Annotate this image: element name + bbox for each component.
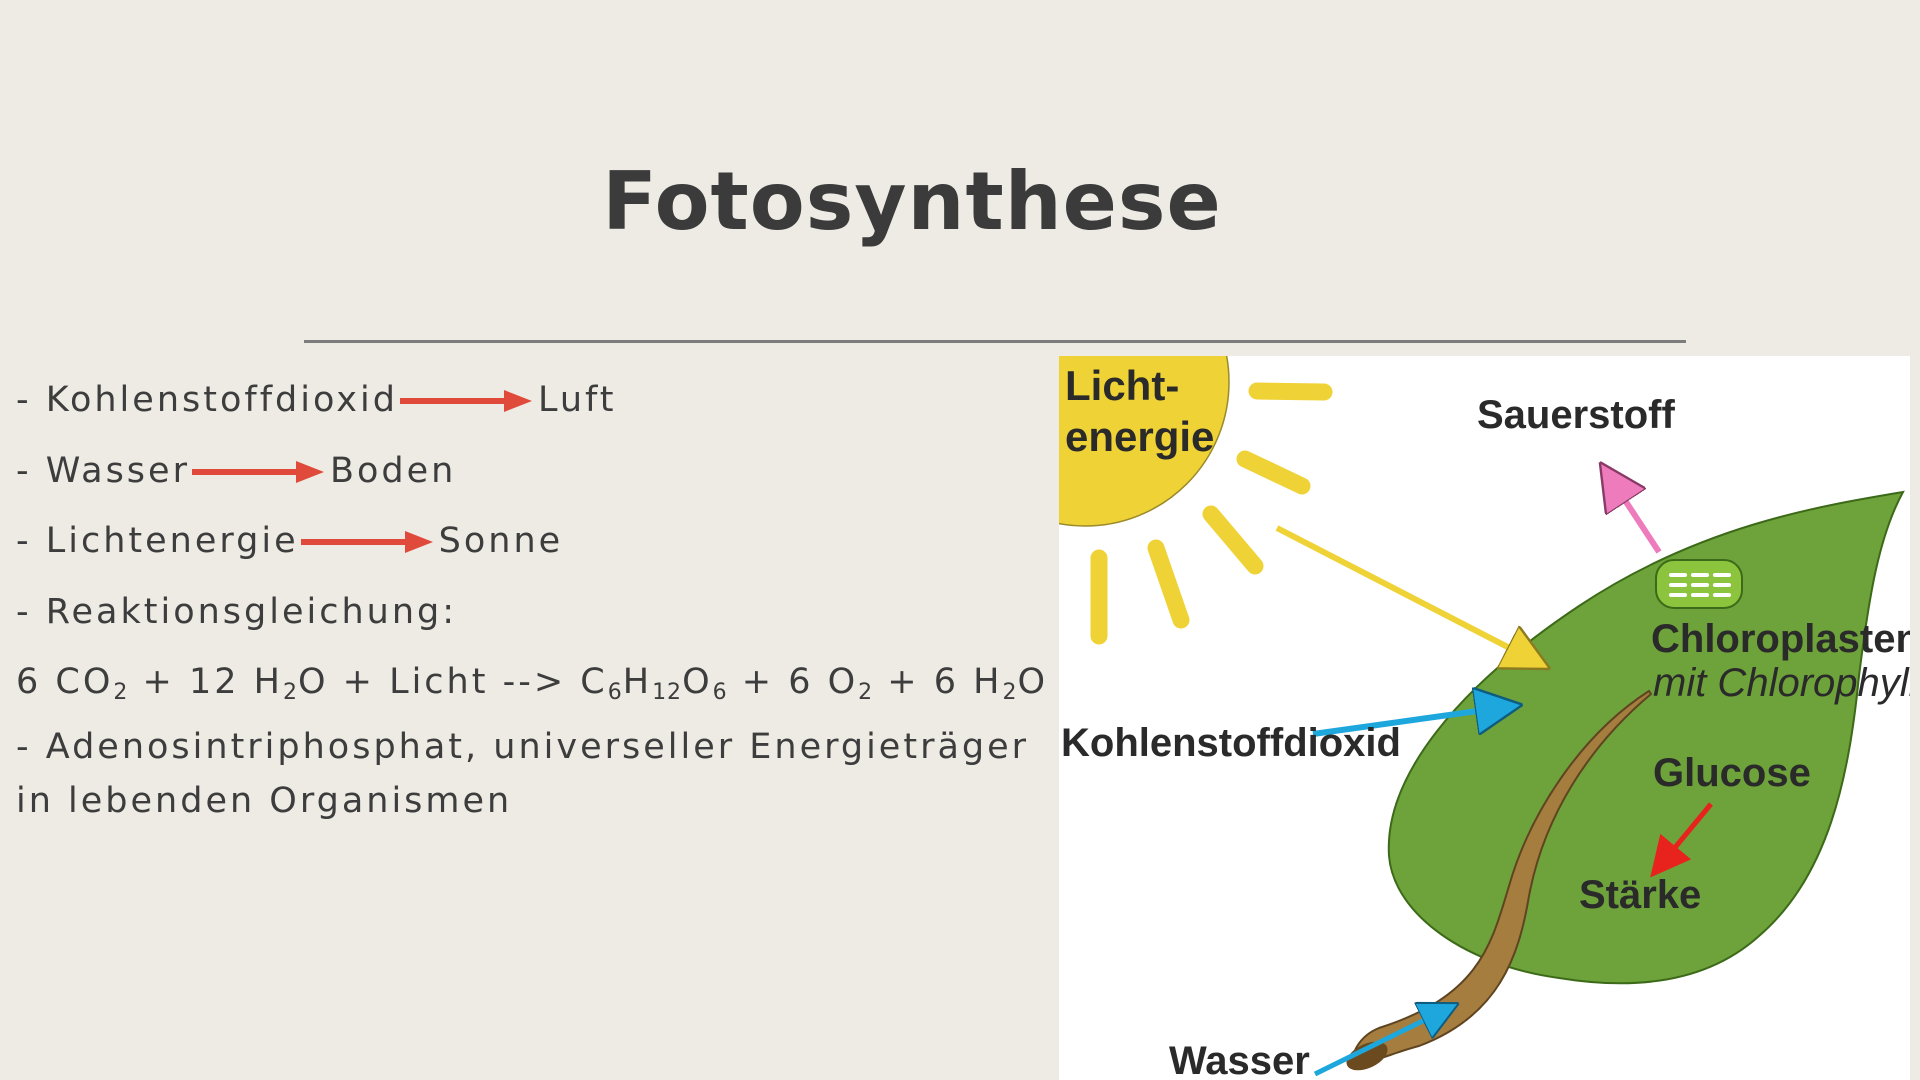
bullet-wasser: - Wasser Boden xyxy=(16,451,456,491)
slide-title: Fotosynthese xyxy=(602,155,1222,248)
bullet-source: Sonne xyxy=(438,521,564,561)
atp-note: - Adenosintriphosphat, universeller Ener… xyxy=(16,727,1030,821)
chloroplast-icon xyxy=(1655,559,1743,609)
glucose-arrow xyxy=(1650,802,1713,878)
bullet-source: Luft xyxy=(537,380,617,420)
photosynthesis-diagram: Licht- energie Sauerstoff Chloroplasten … xyxy=(1059,356,1910,1080)
label-chloroplasten: Chloroplasten xyxy=(1651,617,1910,661)
bullet-label: - Wasser xyxy=(16,451,190,491)
bullet-kohlenstoffdioxid: - Kohlenstoffdioxid Luft xyxy=(16,380,616,420)
red-arrow-icon xyxy=(399,390,532,412)
bullet-label: - Lichtenergie xyxy=(16,521,299,561)
label-sauerstoff: Sauerstoff xyxy=(1477,393,1675,437)
red-arrow-icon xyxy=(300,531,433,553)
sun-rays xyxy=(1090,382,1333,645)
label-licht: Licht- xyxy=(1065,362,1179,409)
label-chlorophyll: mit Chlorophyll xyxy=(1653,661,1910,705)
red-arrow-icon xyxy=(191,461,324,483)
reaction-heading: - Reaktionsgleichung: xyxy=(16,592,458,632)
label-staerke: Stärke xyxy=(1579,873,1701,917)
bullet-lichtenergie: - Lichtenergie Sonne xyxy=(16,521,563,561)
reaction-equation: 6 CO2 + 12 H2O + Licht --> C6H12O6 + 6 O… xyxy=(16,662,1049,705)
bullet-source: Boden xyxy=(329,451,457,491)
co2-arrow xyxy=(1312,708,1499,737)
label-energie: energie xyxy=(1065,413,1214,460)
label-glucose: Glucose xyxy=(1653,751,1811,795)
photosynthesis-illustration: Licht- energie Sauerstoff Chloroplasten … xyxy=(1059,356,1910,1080)
label-wasser: Wasser xyxy=(1169,1039,1310,1080)
label-kohlenstoffdioxid: Kohlenstoffdioxid xyxy=(1061,721,1401,765)
water-arrow xyxy=(1313,1012,1441,1077)
light-arrow xyxy=(1275,525,1529,658)
oxygen-arrow xyxy=(1613,482,1662,554)
title-divider xyxy=(304,340,1686,343)
bullet-label: - Kohlenstoffdioxid xyxy=(16,380,398,420)
sun-icon xyxy=(1059,356,1230,527)
